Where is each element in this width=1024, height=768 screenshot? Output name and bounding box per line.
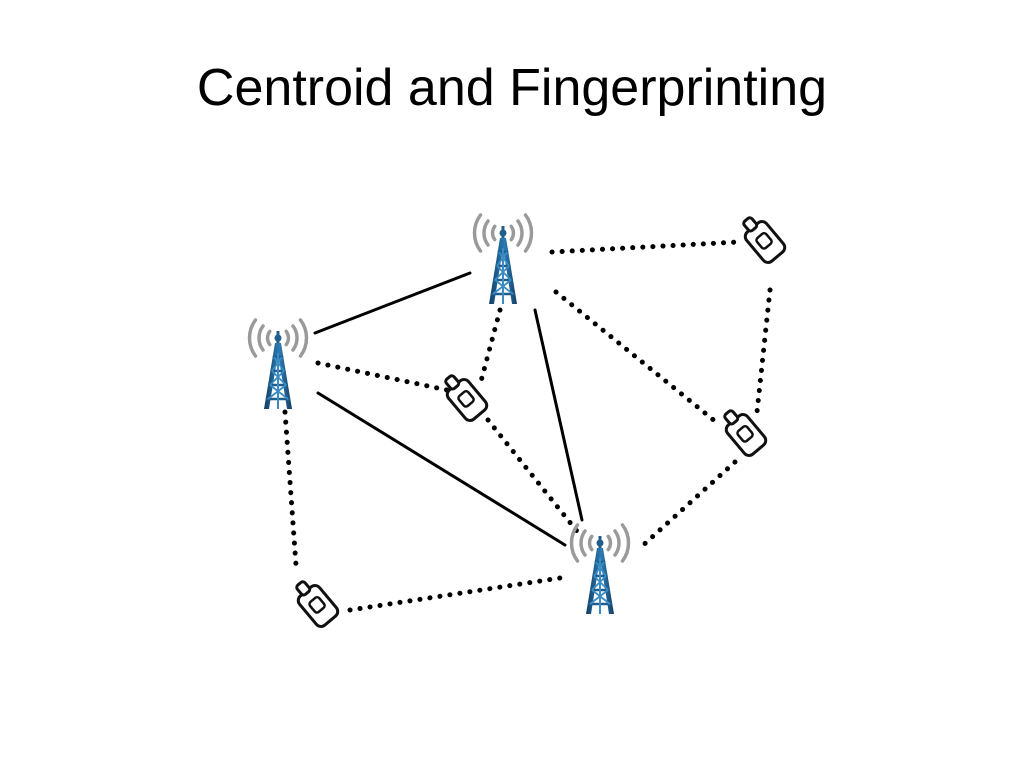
solid-link-tower-left-to-tower-bottom [316, 391, 567, 547]
tower-bottom-cell-tower-icon [569, 523, 631, 614]
nodes-layer [247, 213, 787, 628]
tower-left-cell-tower-icon [247, 318, 309, 409]
links-layer [282, 239, 773, 613]
dotted-link-phone-top-right-to-phone-right [754, 287, 773, 415]
solid-link-tower-left-to-tower-top [313, 271, 472, 335]
phone-right-mobile-phone-icon [723, 409, 768, 457]
dotted-link-tower-top-to-phone-right [553, 289, 719, 425]
dotted-link-tower-left-to-phone-bottom-left [282, 409, 299, 568]
dotted-link-phone-right-to-tower-bottom [637, 459, 738, 551]
dotted-link-tower-top-to-phone-center [477, 307, 503, 388]
dotted-link-tower-left-to-phone-center [315, 360, 450, 393]
dotted-link-tower-top-to-phone-top-right [549, 239, 741, 255]
phone-top-right-mobile-phone-icon [742, 216, 787, 264]
phone-bottom-left-mobile-phone-icon [295, 580, 340, 628]
dotted-link-phone-bottom-left-to-tower-bottom [347, 575, 563, 613]
slide-title: Centroid and Fingerprinting [196, 59, 828, 117]
tower-top-cell-tower-icon [472, 213, 534, 304]
phone-center-mobile-phone-icon [444, 374, 489, 422]
dotted-link-phone-center-to-tower-bottom [485, 417, 583, 538]
solid-link-tower-top-to-tower-bottom [533, 308, 584, 522]
